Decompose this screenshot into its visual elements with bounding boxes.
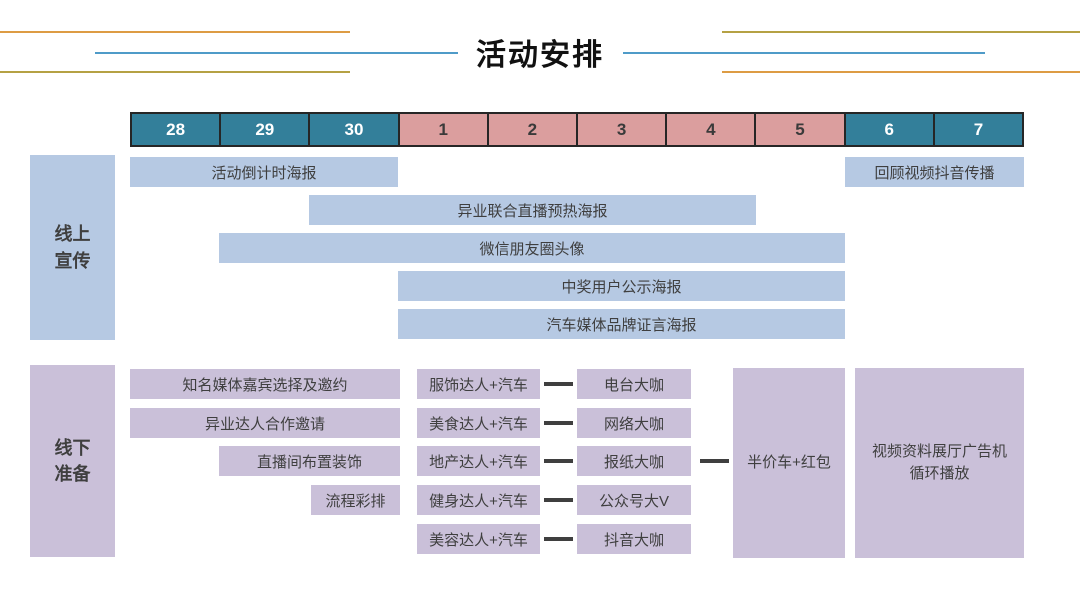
group-label-online: 线上 宣传 — [30, 155, 115, 340]
timeline-day-cell: 6 — [843, 114, 933, 145]
group-label-offline-line1: 线下 — [54, 437, 91, 458]
decor-line-right-top — [722, 31, 1080, 33]
timeline-day-cell: 28 — [132, 114, 220, 145]
connector-line — [544, 537, 573, 541]
online-bar-joint-livestream-poster: 异业联合直播预热海报 — [309, 195, 756, 225]
online-bar-wechat-avatar: 微信朋友圈头像 — [219, 233, 845, 263]
timeline-day-cell: 1 — [397, 114, 487, 145]
media-figure-wechat-bigv: 公众号大V — [577, 485, 691, 515]
media-figure-newspaper: 报纸大咖 — [577, 446, 691, 476]
influencer-realestate: 地产达人+汽车 — [417, 446, 540, 476]
timeline-day-cell: 30 — [308, 114, 398, 145]
online-bar-media-testimonial-poster: 汽车媒体品牌证言海报 — [398, 309, 845, 339]
offline-bar-studio-decoration: 直播间布置装饰 — [219, 446, 400, 476]
influencer-beauty: 美容达人+汽车 — [417, 524, 540, 554]
timeline-day-cell: 29 — [219, 114, 309, 145]
group-label-online-line2: 宣传 — [54, 250, 91, 271]
connector-line — [544, 421, 573, 425]
influencer-fitness: 健身达人+汽车 — [417, 485, 540, 515]
offline-bar-partner-invitation: 异业达人合作邀请 — [130, 408, 400, 438]
timeline-header: 28 29 30 1 2 3 4 5 6 7 — [130, 112, 1024, 147]
page-title: 活动安排 — [476, 39, 604, 72]
decor-line-left-middle — [95, 52, 458, 54]
timeline-day-cell: 3 — [576, 114, 666, 145]
video-loop-box-line1: 视频资料展厅广告机 — [871, 442, 1007, 460]
influencer-food: 美食达人+汽车 — [417, 408, 540, 438]
online-bar-winner-announcement-poster: 中奖用户公示海报 — [398, 271, 845, 301]
influencer-fashion: 服饰达人+汽车 — [417, 369, 540, 399]
connector-line — [700, 459, 729, 463]
timeline-day-cell: 5 — [754, 114, 844, 145]
online-bar-review-video: 回顾视频抖音传播 — [845, 157, 1024, 187]
video-loop-box-line2: 循环播放 — [909, 465, 970, 482]
group-label-offline: 线下 准备 — [30, 365, 115, 557]
timeline-day-cell: 7 — [932, 114, 1023, 145]
decor-line-right-bottom — [722, 71, 1080, 73]
timeline-day-cell: 4 — [665, 114, 755, 145]
group-label-offline-line2: 准备 — [54, 464, 91, 484]
media-figure-radio: 电台大咖 — [577, 369, 691, 399]
connector-line — [544, 498, 573, 502]
group-label-online-line1: 线上 — [54, 224, 91, 245]
media-figure-internet: 网络大咖 — [577, 408, 691, 438]
decor-line-right-middle — [623, 52, 985, 54]
online-bar-countdown-poster: 活动倒计时海报 — [130, 157, 398, 187]
connector-line — [544, 459, 573, 463]
connector-line — [544, 382, 573, 386]
video-loop-box: 视频资料展厅广告机 循环播放 — [855, 368, 1024, 558]
media-figure-douyin: 抖音大咖 — [577, 524, 691, 554]
timeline-day-cell: 2 — [486, 114, 577, 145]
decor-line-left-top — [0, 31, 350, 33]
decor-line-left-bottom — [0, 71, 350, 73]
offline-bar-guest-invitation: 知名媒体嘉宾选择及邀约 — [130, 369, 400, 399]
reward-box: 半价车+红包 — [733, 368, 845, 558]
offline-bar-rehearsal: 流程彩排 — [311, 485, 400, 515]
